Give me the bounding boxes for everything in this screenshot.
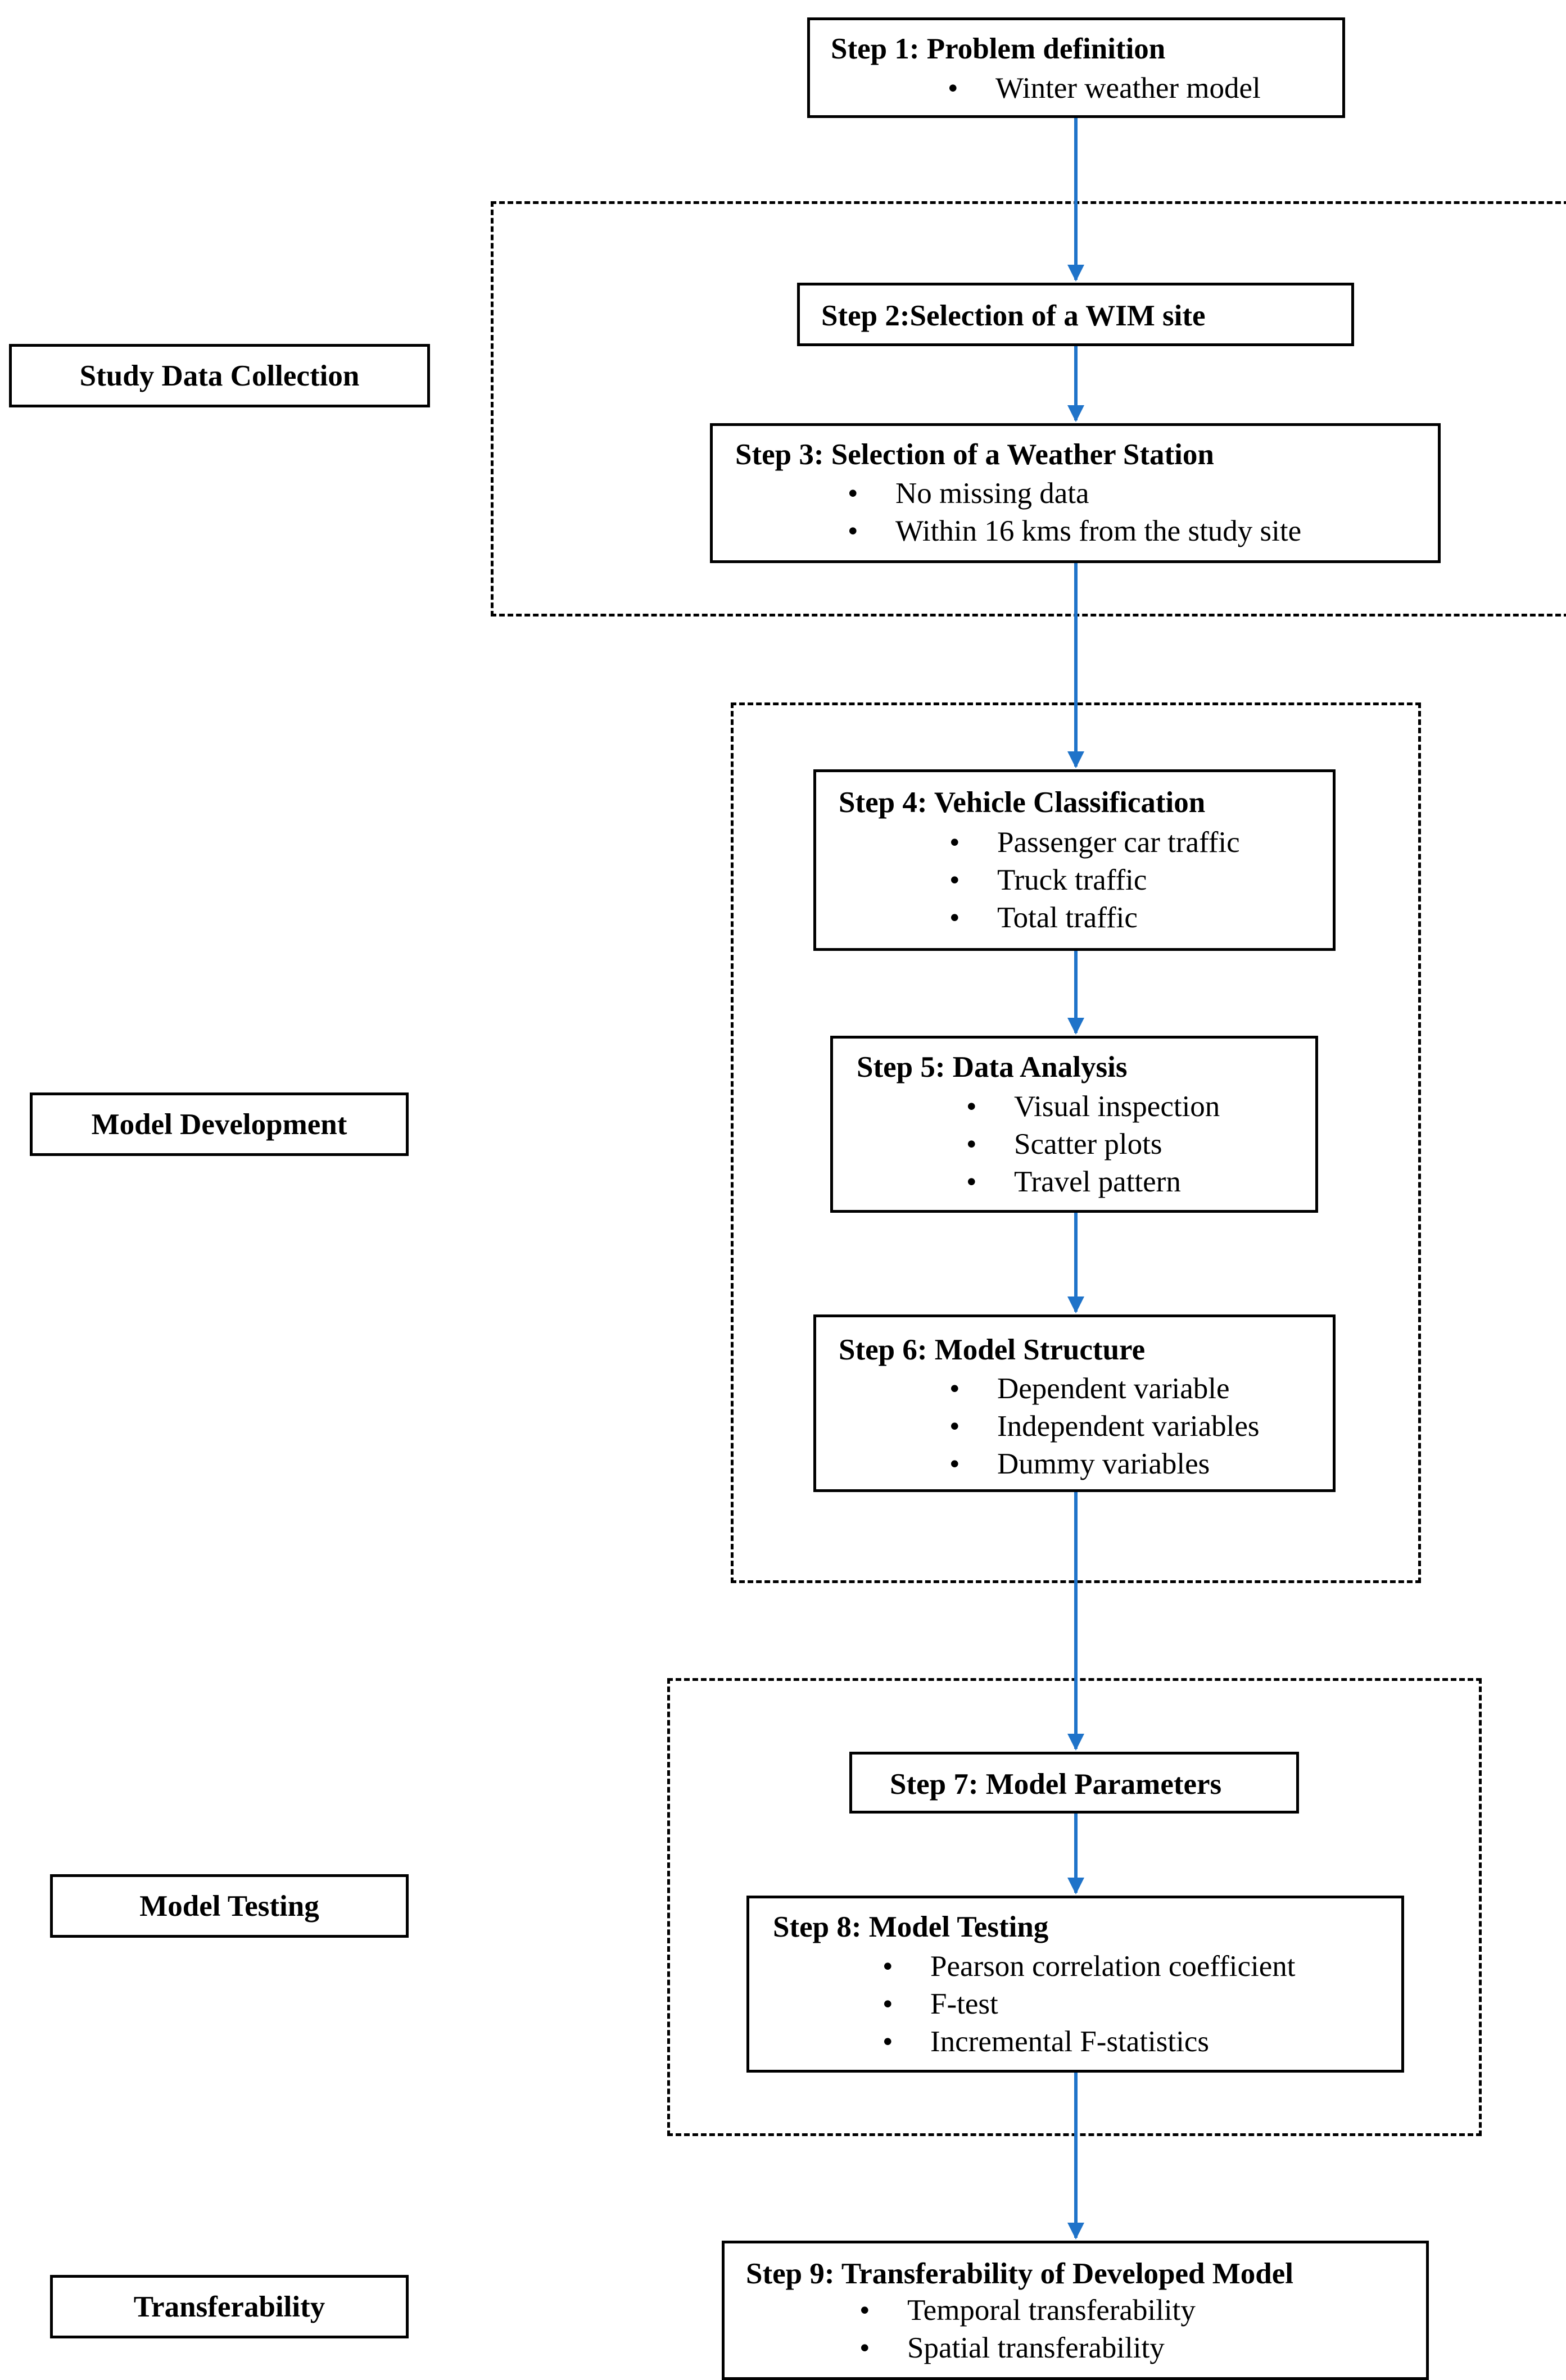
bullet-item: • Visual inspection (966, 1088, 1220, 1126)
bullet-item: • No missing data (848, 475, 1301, 513)
bullet-text: Scatter plots (1014, 1128, 1162, 1160)
step-9-bullets: • Temporal transferability • Spatial trans… (859, 2292, 1196, 2367)
step-9-box: Step 9: Transferability of Developed Mod… (722, 2241, 1429, 2380)
step-5-title: Step 5: Data Analysis (857, 1051, 1128, 1084)
label-transferability: Transferability (50, 2275, 409, 2338)
bullet-text: Dependent variable (997, 1372, 1230, 1405)
bullet-item: • Within 16 kms from the study site (848, 513, 1301, 550)
bullet-text: No missing data (895, 477, 1089, 510)
bullet-dot: • (882, 2025, 893, 2058)
step-9-title: Step 9: Transferability of Developed Mod… (746, 2257, 1294, 2290)
step-8-bullets: • Pearson correlation coefficient • F-test… (882, 1948, 1295, 2061)
bullet-text: Travel pattern (1014, 1166, 1181, 1198)
step-2-title: Step 2:Selection of a WIM site (821, 300, 1206, 332)
bullet-text: Winter weather model (995, 72, 1261, 105)
bullet-dot: • (859, 2294, 870, 2327)
bullet-text: Temporal transferability (907, 2294, 1196, 2327)
bullet-dot: • (882, 1988, 893, 2020)
step-4-title: Step 4: Vehicle Classification (839, 786, 1206, 819)
bullet-dot: • (949, 901, 960, 934)
step-5-box: Step 5: Data Analysis • Visual inspection… (830, 1036, 1318, 1213)
bullet-text: Passenger car traffic (997, 826, 1240, 859)
bullet-dot: • (949, 864, 960, 896)
bullet-text: F-test (930, 1988, 998, 2020)
bullet-dot: • (848, 515, 858, 547)
bullet-text: Spatial transferability (907, 2332, 1165, 2364)
bullet-item: • Dependent variable (949, 1370, 1260, 1408)
bullet-text: Visual inspection (1014, 1090, 1220, 1123)
label-model-testing: Model Testing (50, 1874, 409, 1938)
step-1-box: Step 1: Problem definition • Winter weath… (807, 17, 1345, 118)
step-2-box: Step 2:Selection of a WIM site (797, 283, 1354, 346)
bullet-text: Pearson correlation coefficient (930, 1950, 1296, 1983)
bullet-text: Truck traffic (997, 864, 1147, 896)
step-8-title: Step 8: Model Testing (773, 1911, 1049, 1943)
step-8-box: Step 8: Model Testing • Pearson correlati… (746, 1896, 1404, 2073)
step-1-title: Step 1: Problem definition (831, 33, 1166, 65)
bullet-dot: • (966, 1166, 977, 1198)
bullet-item: • Spatial transferability (859, 2329, 1196, 2367)
step-6-title: Step 6: Model Structure (839, 1334, 1146, 1366)
bullet-item: • Dummy variables (949, 1445, 1260, 1483)
bullet-item: • Independent variables (949, 1408, 1260, 1445)
bullet-dot: • (949, 1372, 960, 1405)
bullet-dot: • (949, 1410, 960, 1443)
bullet-dot: • (966, 1090, 977, 1123)
bullet-text: Dummy variables (997, 1448, 1210, 1480)
bullet-item: • Passenger car traffic (949, 824, 1240, 862)
bullet-dot: • (966, 1128, 977, 1160)
step-7-box: Step 7: Model Parameters (849, 1752, 1299, 1814)
bullet-item: • Scatter plots (966, 1126, 1220, 1163)
bullet-text: Independent variables (997, 1410, 1260, 1443)
bullet-item: • F-test (882, 1985, 1295, 2023)
step-6-box: Step 6: Model Structure • Dependent varia… (813, 1314, 1336, 1492)
bullet-text: Within 16 kms from the study site (895, 515, 1302, 547)
step-7-title: Step 7: Model Parameters (890, 1768, 1222, 1801)
bullet-item: • Temporal transferability (859, 2292, 1196, 2329)
bullet-item: • Pearson correlation coefficient (882, 1948, 1295, 1985)
bullet-dot: • (848, 477, 858, 510)
step-4-bullets: • Passenger car traffic • Truck traffic • T… (949, 824, 1240, 937)
bullet-text: Total traffic (997, 901, 1138, 934)
bullet-dot: • (859, 2332, 870, 2364)
step-5-bullets: • Visual inspection • Scatter plots • Trave… (966, 1088, 1220, 1201)
label-study-data-collection: Study Data Collection (9, 344, 430, 407)
bullet-dot: • (949, 826, 960, 859)
bullet-item: • Winter weather model (948, 70, 1261, 107)
step-1-bullets: • Winter weather model (948, 70, 1261, 107)
bullet-dot: • (882, 1950, 893, 1983)
step-3-box: Step 3: Selection of a Weather Station •… (710, 423, 1441, 563)
label-model-development: Model Development (30, 1092, 409, 1156)
step-3-bullets: • No missing data • Within 16 kms from the… (848, 475, 1301, 550)
bullet-dot: • (948, 72, 958, 105)
bullet-text: Incremental F-statistics (930, 2025, 1209, 2058)
bullet-item: • Total traffic (949, 899, 1240, 937)
step-6-bullets: • Dependent variable • Independent variabl… (949, 1370, 1260, 1483)
step-3-title: Step 3: Selection of a Weather Station (735, 438, 1214, 471)
bullet-item: • Truck traffic (949, 862, 1240, 899)
bullet-item: • Incremental F-statistics (882, 2023, 1295, 2061)
step-4-box: Step 4: Vehicle Classification • Passenge… (813, 769, 1336, 951)
bullet-item: • Travel pattern (966, 1163, 1220, 1201)
bullet-dot: • (949, 1448, 960, 1480)
group-study-data-collection (491, 201, 1566, 616)
